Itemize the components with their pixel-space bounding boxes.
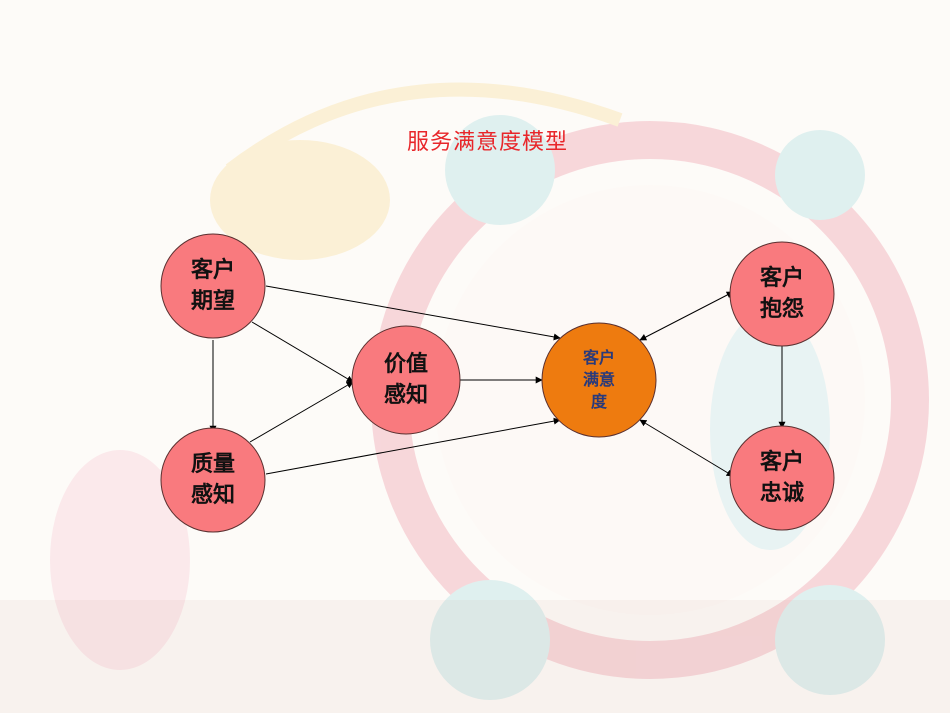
node-customer-satisfaction xyxy=(541,322,657,438)
arrow-satisfaction-loyalty xyxy=(639,419,734,477)
arrow-expectation-to-value xyxy=(251,321,354,383)
diagram-title: 服务满意度模型 xyxy=(406,130,568,155)
node-customer-complaint xyxy=(729,241,835,347)
node-value-perception xyxy=(351,325,461,435)
arrow-quality-to-satisfaction xyxy=(265,417,561,475)
node-customer-loyalty xyxy=(729,425,835,531)
arrow-quality-to-value xyxy=(249,381,354,443)
arrow-satisfaction-complaint xyxy=(639,291,734,341)
node-quality-perception xyxy=(160,427,266,533)
arrow-expectation-to-satisfaction xyxy=(265,285,561,341)
node-customer-expectation xyxy=(160,233,266,339)
